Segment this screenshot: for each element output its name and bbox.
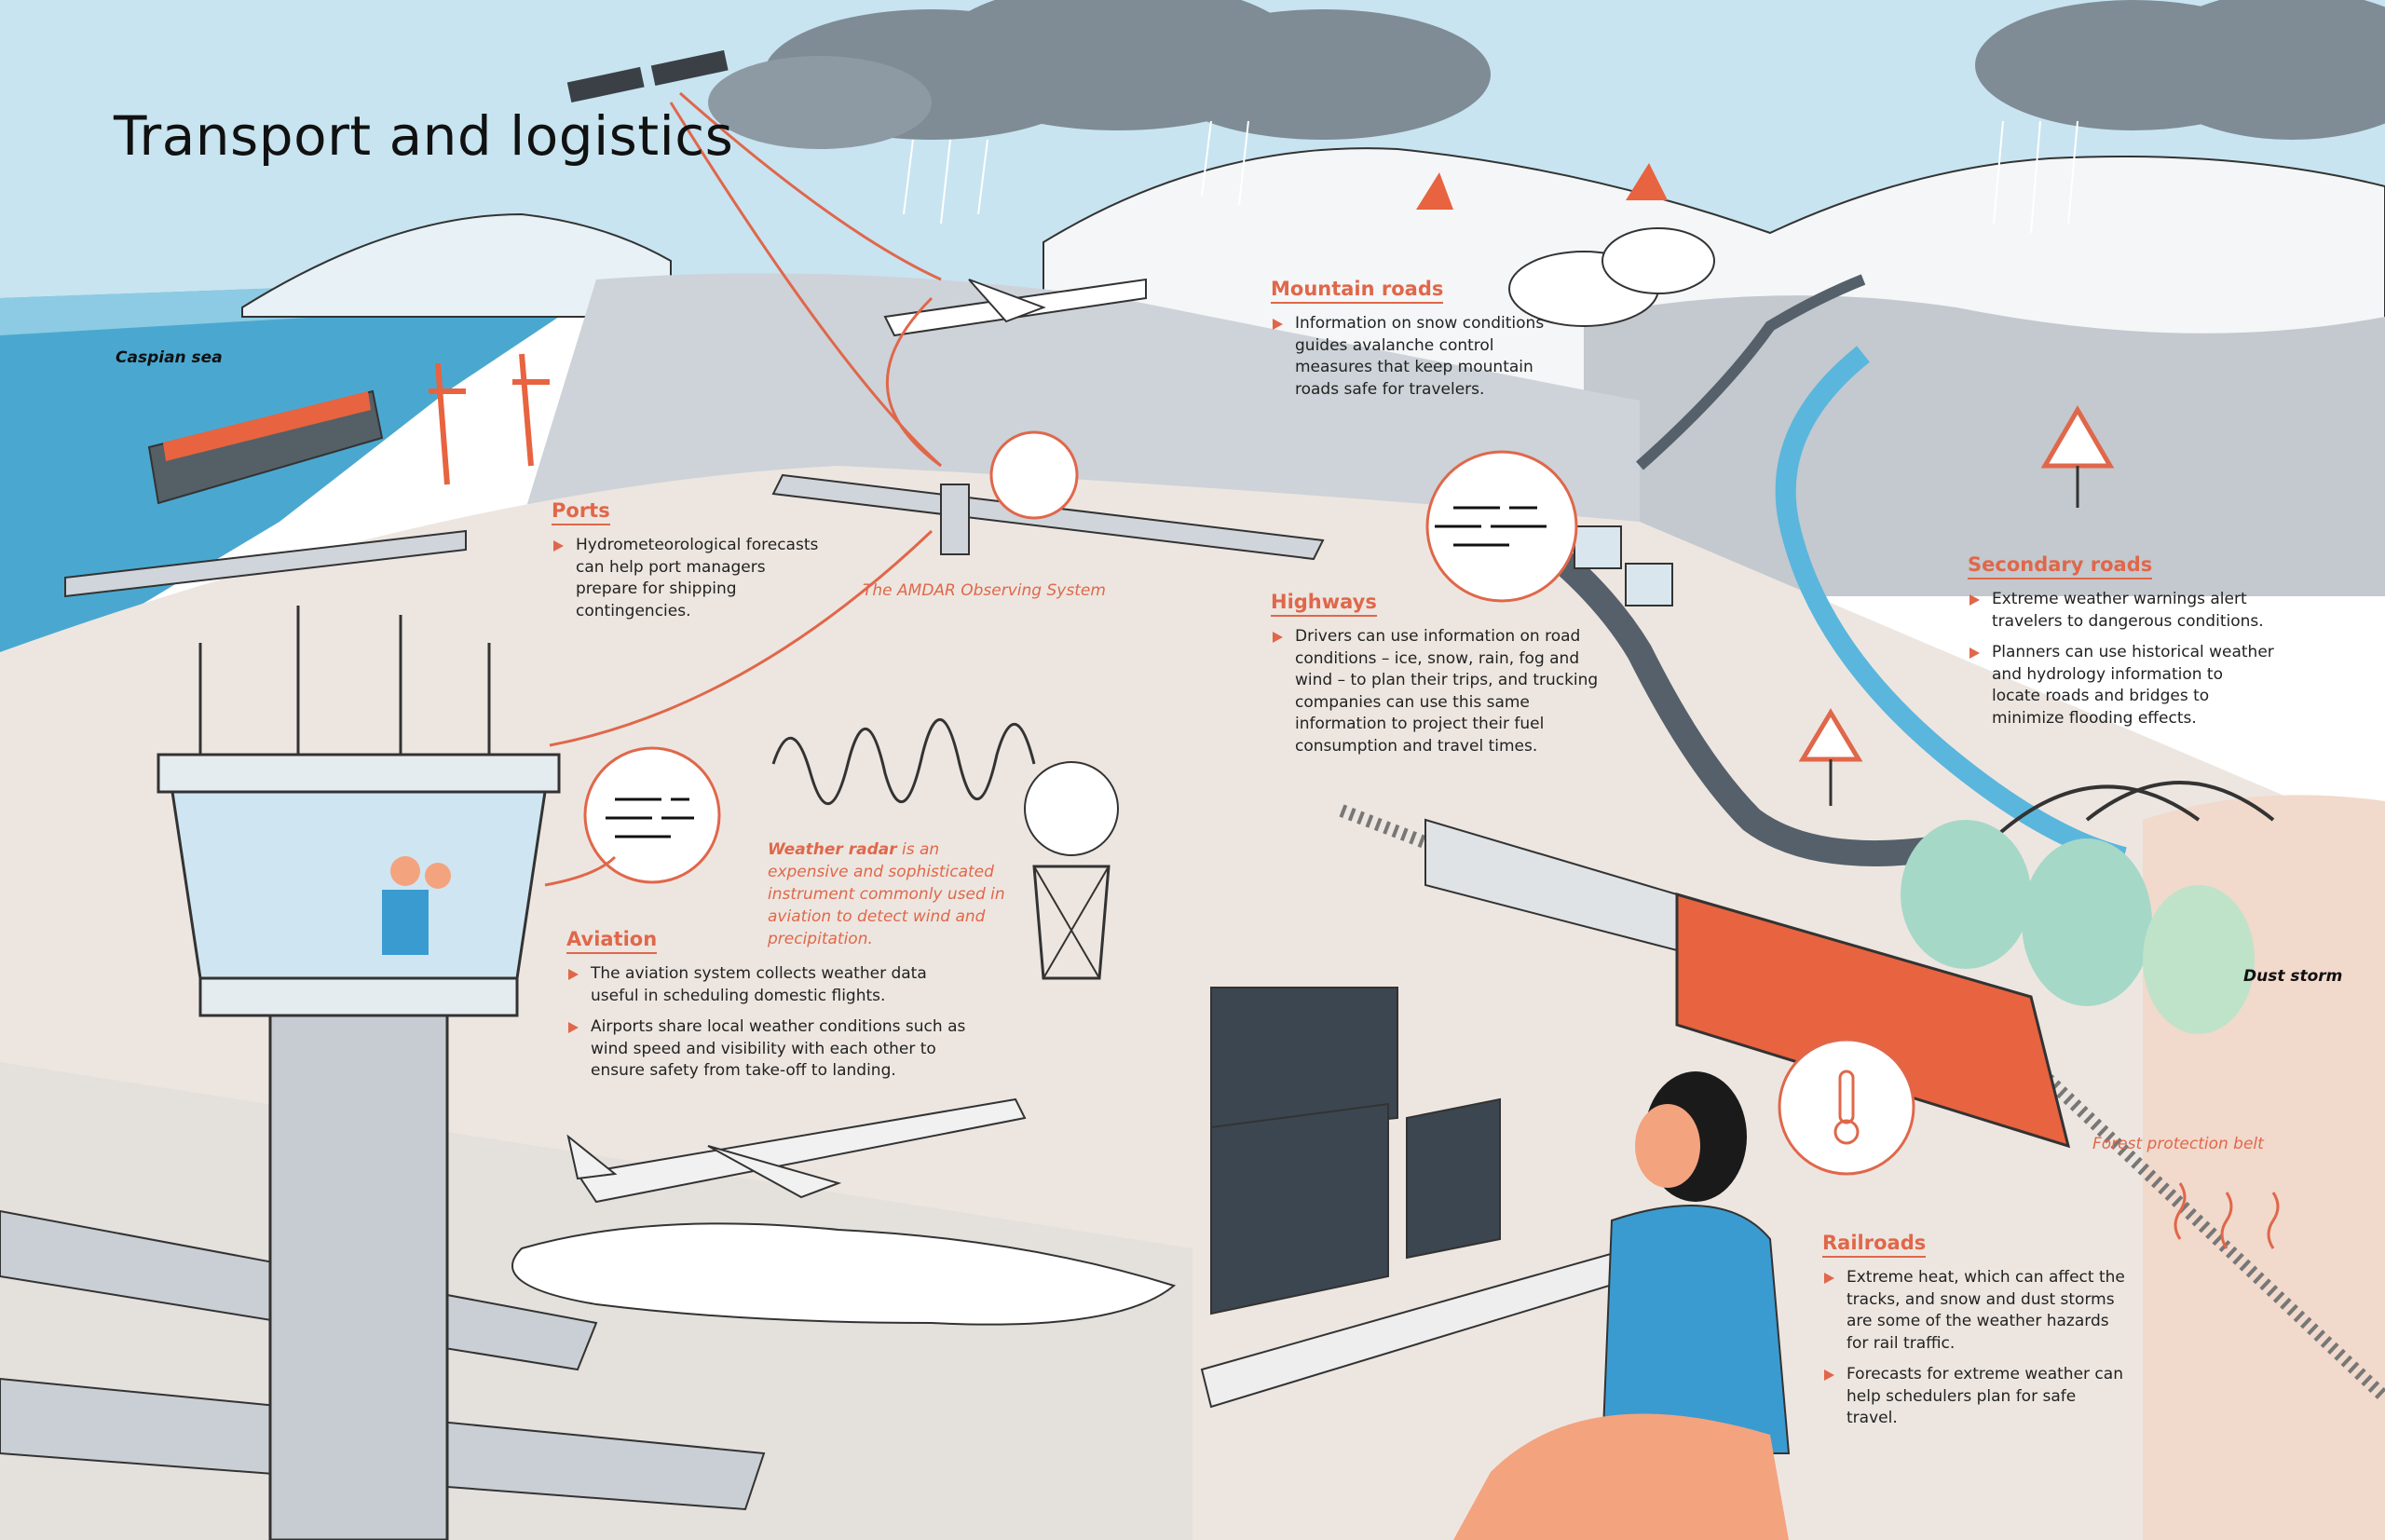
airplane-takeoff	[566, 1097, 1027, 1204]
mountain-roads-section: Mountain roads Information on snow condi…	[1271, 278, 1569, 410]
container-ship	[147, 389, 384, 505]
weather-radar-term: Weather radar	[768, 840, 897, 859]
radar-signal	[771, 718, 1036, 806]
controllers	[382, 856, 451, 955]
road-signs	[1798, 405, 2115, 806]
page-title: Transport and logistics	[114, 104, 734, 168]
storm-cloud-right	[1975, 0, 2385, 140]
dust-storm-label: Dust storm	[2243, 967, 2343, 986]
secondary-roads-item: Extreme weather warnings alert travelers…	[1968, 589, 2275, 633]
radar-tower	[1024, 761, 1119, 980]
rail-operator	[1200, 987, 1791, 1540]
pier	[64, 529, 467, 598]
control-tower	[157, 606, 561, 1540]
weather-radar-note: Weather radar is an expensive and sophis…	[768, 838, 1012, 950]
airplane-sky	[883, 278, 1147, 337]
rain	[903, 120, 2078, 234]
railroads-item: Extreme heat, which can affect the track…	[1822, 1267, 2130, 1355]
puddle	[511, 1222, 1177, 1326]
weather-radar-text: is an expensive and sophisticated instru…	[768, 840, 1005, 948]
secondary-roads-heading: Secondary roads	[1968, 553, 2153, 579]
port-cranes	[429, 353, 550, 485]
caspian-sea-label: Caspian sea	[116, 348, 223, 367]
aviation-item: The aviation system collects weather dat…	[566, 963, 967, 1007]
grey-plain	[522, 273, 1640, 522]
ports-heading: Ports	[552, 499, 610, 525]
heat-waves	[2174, 1182, 2280, 1249]
aviation-item: Airports share local weather conditions …	[566, 1016, 967, 1083]
amdar-label: The AMDAR Observing System	[863, 581, 1106, 600]
thermometer-icon	[1833, 1070, 1860, 1145]
bridge	[1992, 781, 2275, 840]
aviation-heading: Aviation	[566, 928, 658, 954]
secondary-roads-item: Planners can use historical weather and …	[1968, 642, 2275, 729]
small-tower	[940, 484, 970, 555]
far-hill	[241, 212, 672, 318]
highways-item: Drivers can use information on road cond…	[1271, 626, 1606, 757]
avalanche	[1416, 163, 1715, 327]
aviation-section: Aviation The aviation system collects we…	[566, 928, 967, 1092]
forest-belt-label: Forest protection belt	[2092, 1135, 2264, 1153]
secondary-roads-section: Secondary roads Extreme weather warnings…	[1968, 553, 2275, 739]
ports-section: Ports Hydrometeorological forecasts can …	[552, 499, 831, 632]
railroads-section: Railroads Extreme heat, which can affect…	[1822, 1232, 2130, 1439]
mountain-roads-heading: Mountain roads	[1271, 278, 1444, 304]
highways-heading: Highways	[1271, 591, 1377, 617]
ports-item: Hydrometeorological forecasts can help p…	[552, 535, 831, 622]
railroads-item: Forecasts for extreme weather can help s…	[1822, 1364, 2130, 1430]
storm-cloud-center	[708, 0, 1491, 149]
data-flow-arrows	[544, 91, 943, 887]
wind-symbols	[606, 506, 1547, 838]
trucks	[1574, 525, 1673, 606]
highways-section: Highways Drivers can use information on …	[1271, 591, 1606, 767]
mountain-road	[1636, 274, 1866, 470]
freight-train	[1424, 818, 2071, 1149]
river	[1775, 346, 2127, 867]
satellite	[566, 49, 729, 103]
info-circles	[583, 430, 1915, 1176]
forest-belt	[1901, 820, 2255, 1034]
railroads-heading: Railroads	[1822, 1232, 1927, 1258]
mountain-roads-item: Information on snow conditions guides av…	[1271, 313, 1569, 401]
